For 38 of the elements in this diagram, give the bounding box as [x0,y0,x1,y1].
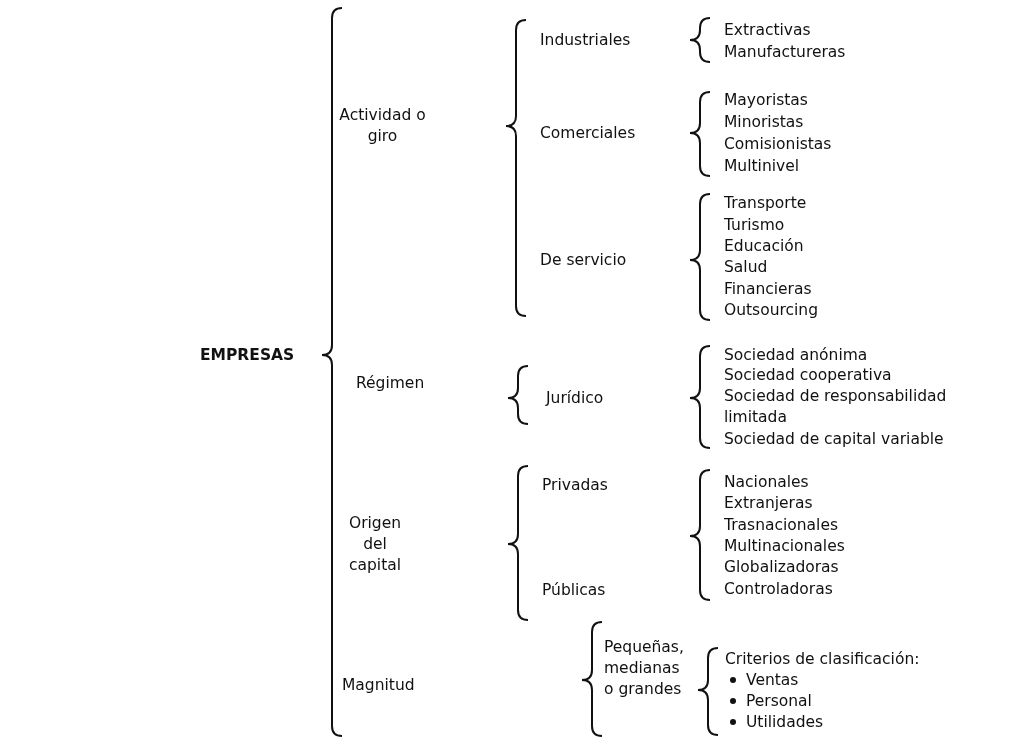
category-label: Turismo [724,214,786,236]
category-label: Sociedad anónima [724,344,869,366]
category-label: Nacionales [724,471,810,493]
category-label: Minoristas [724,111,805,133]
category-label: Salud [724,256,769,278]
category-label: Sociedad cooperativa [724,364,893,386]
category-label: Origen del capital [347,512,403,576]
category-label: Sociedad de capital variable [724,428,945,450]
category-label: Actividad o giro [338,105,427,147]
category-label: Extractivas [724,19,812,41]
category-label: Controladoras [724,578,834,600]
category-label: Trasnacionales [724,514,839,536]
category-label: Multinivel [724,155,801,177]
category-label: Personal [746,690,813,712]
category-label: Comerciales [540,122,637,144]
category-label: Globalizadoras [724,556,840,578]
category-label: Multinacionales [724,535,846,557]
category-label: Utilidades [746,711,825,733]
category-label: Financieras [724,278,813,300]
category-label: Outsourcing [724,299,819,321]
category-label: Sociedad de responsabilidad limitada [724,386,948,428]
category-label: Mayoristas [724,89,809,111]
category-label: Educación [724,235,805,257]
category-label: Régimen [356,372,426,394]
category-label: Magnitud [342,674,416,696]
category-label: Criterios de clasificación: [725,648,921,670]
category-label: Pequeñas, medianas o grandes [604,636,685,700]
category-label: Transporte [724,192,808,214]
category-label: Públicas [542,579,607,601]
category-label: Privadas [542,474,609,496]
category-label: Jurídico [546,387,605,409]
root-heading: EMPRESAS [200,344,296,366]
category-label: De servicio [540,249,628,271]
category-label: Industriales [540,29,632,51]
category-label: Manufactureras [724,41,847,63]
category-label: Comisionistas [724,133,833,155]
category-label: Extranjeras [724,492,814,514]
category-label: Ventas [746,669,800,691]
